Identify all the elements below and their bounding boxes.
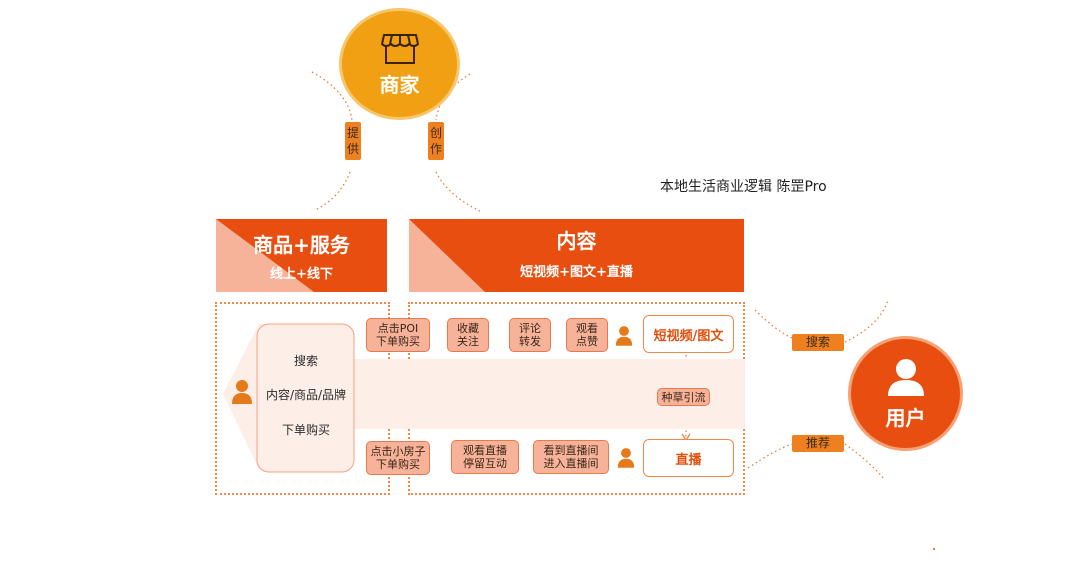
- content-title: 内容: [556, 229, 597, 253]
- content-banner: 内容 短视频+图文+直播: [409, 219, 744, 292]
- step-watch-live: 观看直播 停留互动: [451, 440, 519, 474]
- tag-recommend: 推荐: [792, 435, 844, 452]
- tag-search: 搜索: [792, 334, 844, 351]
- person-icon: [887, 359, 924, 396]
- person-icon: [617, 448, 635, 468]
- step-click-house: 点击小房子 下单购买: [366, 441, 430, 475]
- connector-content-recommend: [747, 443, 793, 469]
- page-title: 本地生活商业逻辑 陈罡Pro: [660, 179, 827, 195]
- funnel-buy: 下单购买: [281, 423, 330, 437]
- connector-create-content: [435, 171, 483, 213]
- storefront-icon: [380, 33, 419, 64]
- tag-create: 创 作: [428, 122, 444, 160]
- goods-title: 商品+服务: [253, 233, 350, 257]
- step-comment-share: 评论 转发: [509, 318, 551, 352]
- funnel-middle: 内容/商品/品牌: [265, 388, 347, 402]
- target-live: 直播: [643, 439, 734, 477]
- target-short-video: 短视频/图文: [643, 315, 734, 353]
- step-enter-live: 看到直播间 进入直播间: [533, 440, 609, 474]
- connector-recommend-user: [844, 443, 886, 481]
- user-node: 用户: [848, 336, 963, 451]
- banner-shade: [409, 219, 485, 292]
- connector-merchant-provide: [311, 71, 353, 121]
- merchant-node: 商家: [339, 8, 460, 120]
- connector-merchant-create: [435, 73, 471, 121]
- step-collect-follow: 收藏 关注: [447, 318, 489, 352]
- dot-mark: [933, 548, 935, 550]
- content-subtitle: 短视频+图文+直播: [520, 265, 633, 280]
- banner-shade: [216, 219, 314, 292]
- goods-banner: 商品+服务 线上+线下: [216, 219, 387, 292]
- seed-traffic-label: 种草引流: [657, 388, 710, 406]
- tag-provide: 提 供: [345, 122, 361, 160]
- connector-content-search: [754, 309, 793, 339]
- step-watch-like: 观看 点赞: [566, 318, 608, 352]
- person-icon: [232, 380, 252, 404]
- goods-subtitle: 线上+线下: [270, 267, 333, 282]
- person-icon: [615, 326, 633, 346]
- flow-band: [223, 323, 745, 473]
- connector-provide-goods: [314, 171, 351, 211]
- step-click-poi: 点击POI 下单购买: [366, 318, 430, 352]
- connector-search-user: [844, 299, 889, 343]
- funnel-search: 搜索: [293, 354, 318, 368]
- user-label: 用户: [885, 406, 926, 430]
- merchant-label: 商家: [379, 72, 420, 97]
